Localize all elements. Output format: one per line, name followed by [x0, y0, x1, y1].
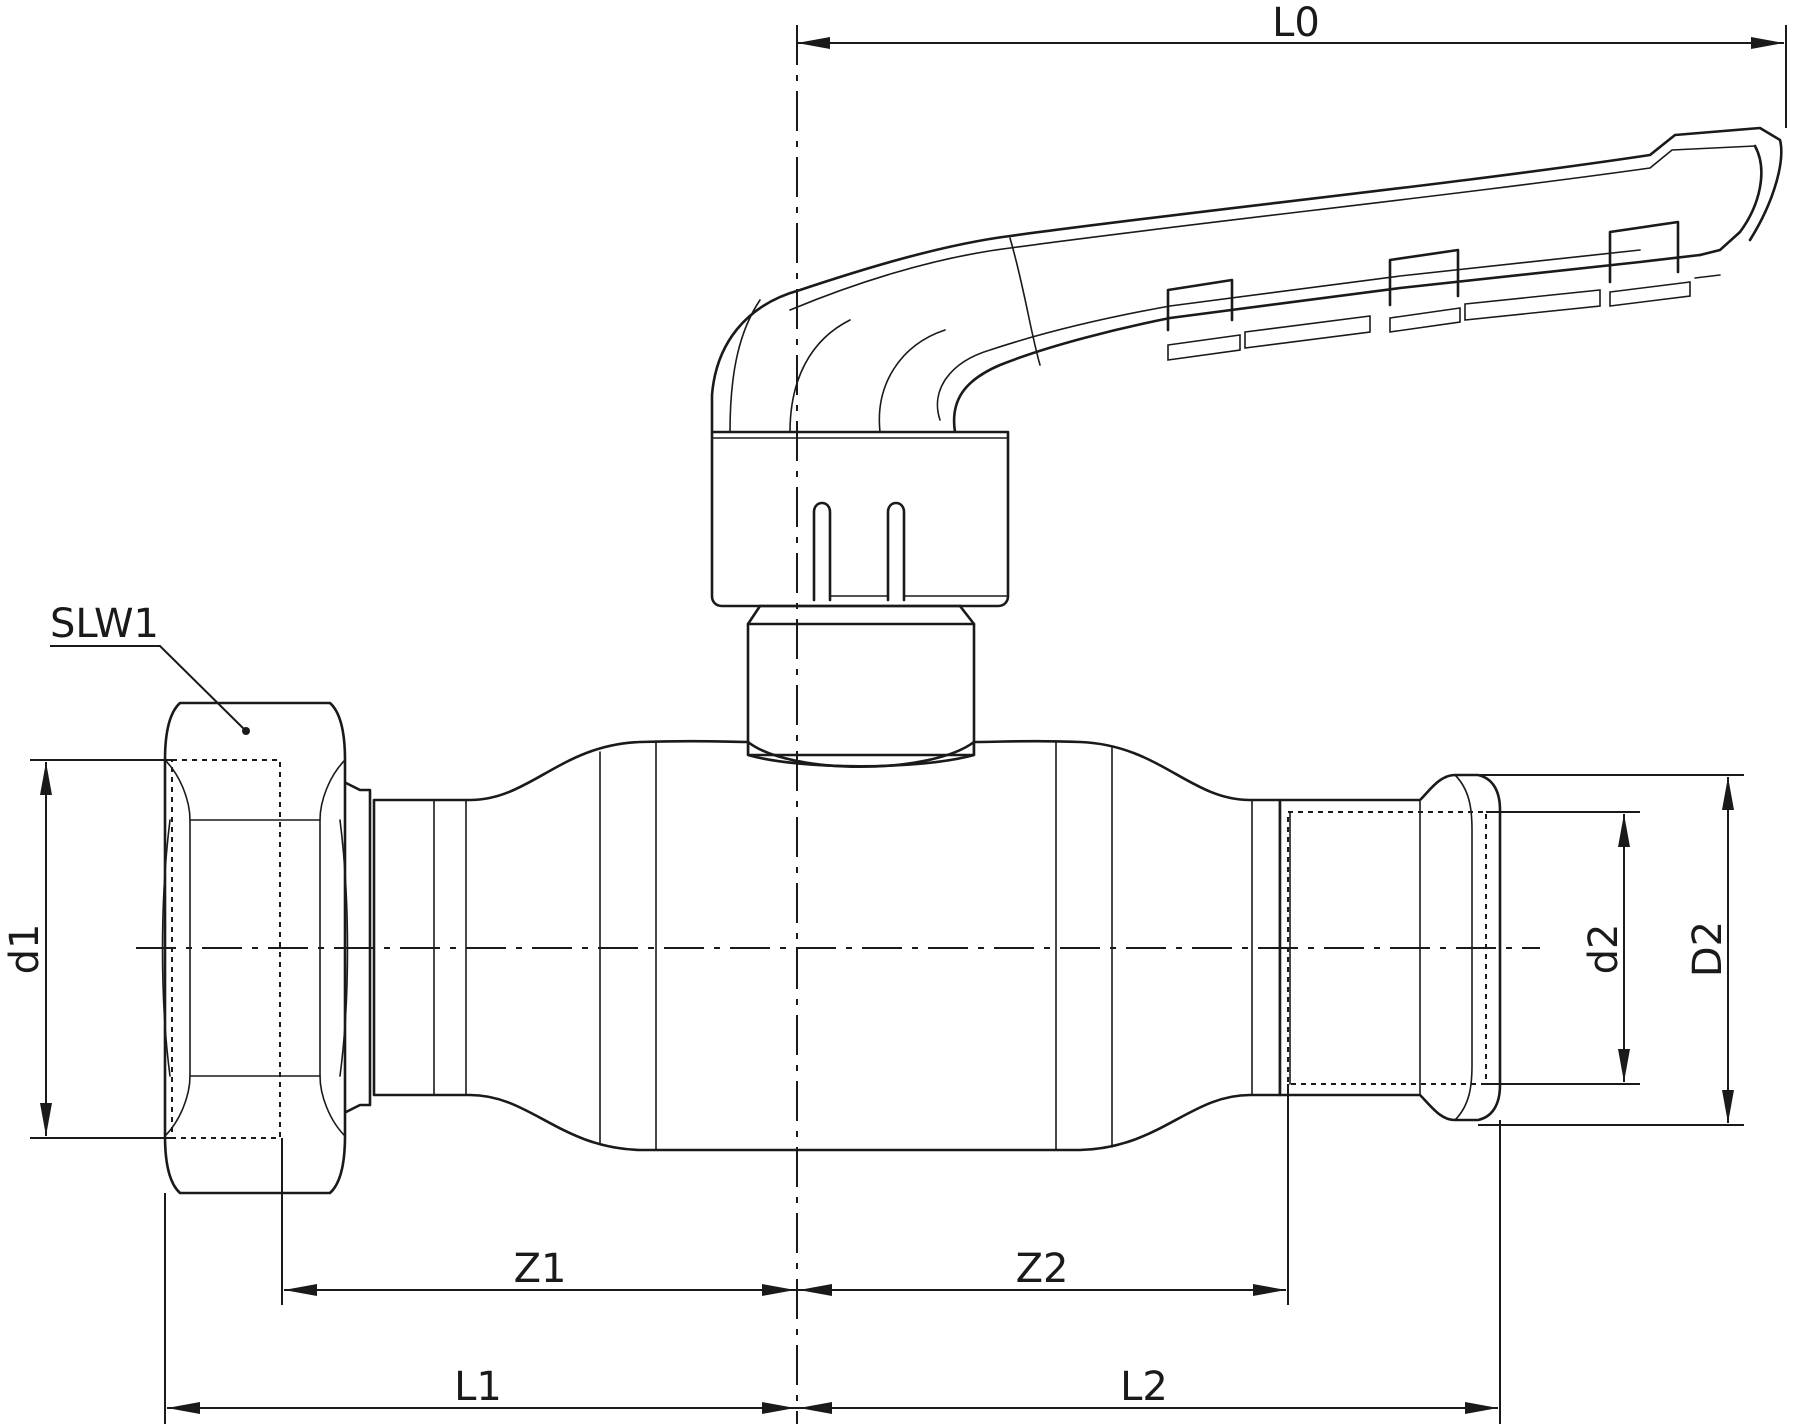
- dimension-D2: D2: [1478, 774, 1744, 1126]
- dimension-d2: d2: [1486, 811, 1640, 1085]
- center-lines: [136, 25, 1540, 1424]
- dimension-label-l2: L2: [1120, 1364, 1168, 1410]
- dimension-label-l0: L0: [1272, 0, 1320, 46]
- leader-slw1: SLW1: [50, 601, 247, 732]
- dimension-l1-l2: L1 L2: [164, 1120, 1501, 1424]
- dimension-label-l1: L1: [454, 1364, 502, 1410]
- dimension-label-d2: d2: [1581, 924, 1627, 975]
- dimension-label-d1: d1: [2, 924, 48, 975]
- union-nut: [161, 701, 375, 1195]
- valve-body: [372, 739, 1282, 1152]
- handle-hub: [710, 430, 1010, 608]
- callout-label-slw1: SLW1: [50, 601, 159, 647]
- dimension-d1: d1: [2, 759, 172, 1139]
- lever-handle: [710, 126, 1783, 434]
- dimension-label-z1: Z1: [514, 1246, 567, 1292]
- valve-stem: [746, 604, 976, 757]
- dimension-z1-z2: Z1 Z2: [281, 1084, 1289, 1305]
- dimension-label-D2: D2: [1685, 921, 1731, 977]
- dimension-label-z2: Z2: [1016, 1246, 1069, 1292]
- dimension-l0: L0: [797, 0, 1787, 128]
